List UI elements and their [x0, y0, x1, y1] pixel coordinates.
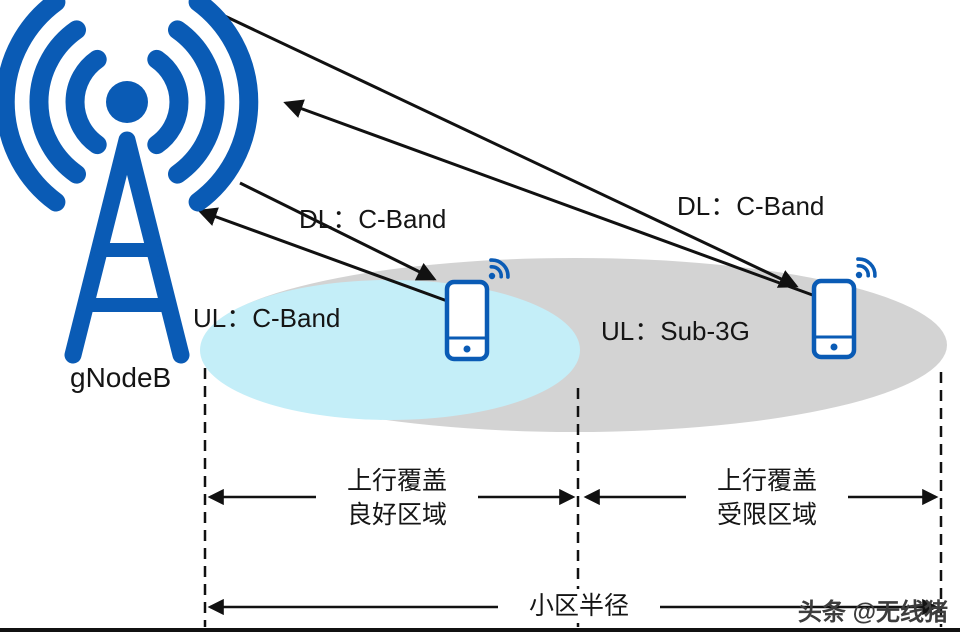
ul-near-arrow: [197, 207, 451, 304]
limited-region-line2: 受限区域: [716, 501, 817, 529]
dl-far-label: DL：C-Band: [677, 191, 825, 221]
ul-far-arrow: [283, 99, 819, 299]
antenna-dot: [106, 81, 148, 123]
signal-arc-left-2: [29, 20, 86, 184]
dl-far-arrow: [211, 8, 799, 288]
good-region-label: 上行覆盖 良好区域: [316, 464, 478, 532]
cell-radius-label: 小区半径: [498, 589, 660, 623]
ul-far-label: UL：Sub-3G: [601, 316, 750, 346]
phone-body: [444, 279, 490, 362]
signal-arc-right-1: [147, 49, 189, 155]
good-region-line1: 上行覆盖: [346, 467, 447, 495]
gnodeb-label: gNodeB: [70, 362, 172, 393]
limited-region-label: 上行覆盖 受限区域: [686, 464, 848, 532]
watermark: 头条 @无线猪: [797, 599, 948, 626]
signal-arc-right-3: [188, 0, 259, 212]
good-region-line2: 良好区域: [346, 501, 447, 529]
signal-arc-left-3: [0, 0, 66, 212]
phone-home-dot: [830, 343, 838, 351]
wifi-icon: [488, 258, 510, 280]
tower-crossbars: [78, 243, 176, 312]
phone-home-dot: [463, 345, 471, 353]
dl-near-label: DL：C-Band: [299, 204, 447, 234]
bottom-border: [0, 628, 960, 632]
signal-arc-right-2: [168, 20, 225, 184]
signal-arc-left-1: [65, 49, 107, 155]
dl-near-arrow: [239, 181, 437, 281]
wifi-icon: [855, 257, 877, 279]
ul-near-label: UL：C-Band: [193, 303, 341, 333]
smartphone-near-icon: [444, 258, 510, 362]
limited-region-line1: 上行覆盖: [716, 467, 817, 495]
antenna-icon: [0, 0, 259, 364]
smartphone-far-icon: [811, 257, 877, 360]
